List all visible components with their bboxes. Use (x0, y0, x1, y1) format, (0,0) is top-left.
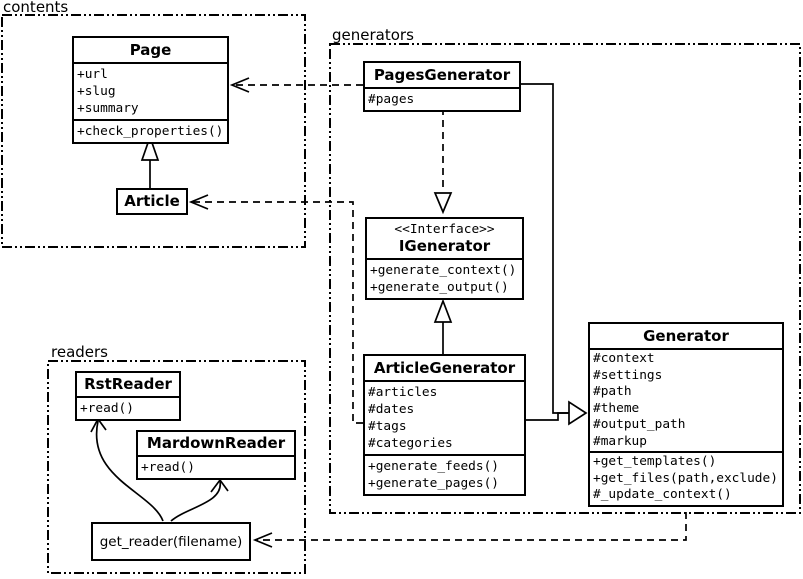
package-label-generators: generators (332, 26, 414, 44)
method: +read() (80, 401, 134, 416)
class-pagesgenerator: PagesGenerator #pages (363, 61, 521, 112)
class-rstreader-methods: +read() (77, 396, 179, 419)
attribute: +summary (77, 101, 139, 116)
method: +read() (141, 460, 195, 475)
method: +generate_context() (370, 263, 517, 278)
attribute: #pages (368, 92, 415, 107)
interface-igenerator-methods: +generate_context() +generate_output() (367, 258, 522, 298)
generalization-generator-triangle-icon (568, 400, 588, 426)
method: +generate_feeds() (368, 459, 499, 474)
class-generator: Generator #context #settings #path #them… (588, 322, 784, 507)
dependency-articlegenerator-article-arrow-icon (188, 194, 209, 210)
class-page-attributes: +url +slug +summary (74, 62, 227, 119)
package-label-contents: contents (3, 0, 69, 16)
attribute: #categories (368, 436, 453, 451)
method: #_update_context() (593, 487, 732, 502)
attribute: #tags (368, 419, 407, 434)
class-generator-attributes: #context #settings #path #theme #output_… (590, 348, 782, 451)
dependency-generator-getreader-arrow-icon (252, 532, 273, 548)
method: +check_properties() (77, 124, 224, 139)
method: +generate_pages() (368, 476, 499, 491)
realization-pagesgenerator-igenerator-triangle-icon (433, 192, 453, 215)
generalization-articlegenerator-generator-line (525, 412, 569, 421)
class-generator-name: Generator (643, 327, 729, 345)
package-border-contents (1, 14, 306, 248)
class-articlegenerator-name: ArticleGenerator (373, 359, 516, 377)
arrow-getreader-rstreader-curve (95, 420, 164, 522)
class-article: Article (116, 188, 188, 215)
class-articlegenerator-methods: +generate_feeds() +generate_pages() (365, 454, 524, 494)
attribute: #dates (368, 402, 415, 417)
attribute: #theme (593, 400, 640, 416)
attribute: #articles (368, 385, 438, 400)
class-page-name: Page (129, 41, 172, 59)
attribute: #context (593, 351, 655, 366)
class-articlegenerator: ArticleGenerator #articles #dates #tags … (363, 354, 526, 496)
class-markdownreader-methods: +read() (138, 455, 294, 478)
class-rstreader-name: RstReader (84, 375, 172, 393)
class-pagesgenerator-attributes: #pages (365, 87, 519, 110)
package-border-generators (329, 43, 801, 514)
class-pagesgenerator-name: PagesGenerator (373, 66, 511, 84)
class-generator-methods: +get_templates() +get_files(path,exclude… (590, 451, 782, 505)
attribute: #settings (593, 367, 663, 383)
generalization-article-page-triangle-icon (140, 134, 160, 161)
attribute: #markup (593, 433, 647, 449)
attribute: +slug (77, 84, 116, 99)
dependency-pagesgenerator-page-arrow-icon (229, 77, 250, 93)
class-articlegenerator-attributes: #articles #dates #tags #categories (365, 380, 524, 454)
method: +generate_output() (370, 280, 509, 295)
class-page: Page +url +slug +summary +check_properti… (72, 36, 229, 144)
class-markdownreader: MardownReader +read() (136, 430, 296, 480)
method: +get_templates() (593, 454, 717, 469)
generalization-pagesgenerator-generator-line (520, 83, 569, 414)
attribute: #output_path (593, 417, 686, 432)
class-page-methods: +check_properties() (74, 119, 227, 142)
generalization-articlegenerator-igenerator-triangle-icon (433, 298, 453, 323)
class-rstreader: RstReader +read() (75, 371, 181, 421)
package-label-readers: readers (51, 343, 108, 361)
function-getreader-label: get_reader(filename) (99, 533, 243, 550)
function-getreader: get_reader(filename) (91, 522, 251, 561)
class-article-name: Article (124, 192, 180, 210)
class-markdownreader-name: MardownReader (146, 434, 286, 452)
attribute: +url (77, 67, 108, 82)
interface-igenerator: <<Interface>> IGenerator +generate_conte… (365, 217, 524, 300)
dependency-articlegenerator-article-line (193, 201, 363, 424)
attribute: #path (593, 384, 632, 399)
interface-igenerator-name: IGenerator (398, 237, 491, 255)
dependency-generator-getreader-line (257, 500, 687, 541)
arrow-getreader-markdownreader-curve (170, 480, 221, 522)
arrow-getreader-markdownreader-head-icon (210, 478, 229, 493)
method: +get_files(path,exclude) (593, 470, 778, 486)
interface-igenerator-stereotype: <<Interface>> (394, 222, 495, 237)
package-border-readers (47, 360, 306, 574)
